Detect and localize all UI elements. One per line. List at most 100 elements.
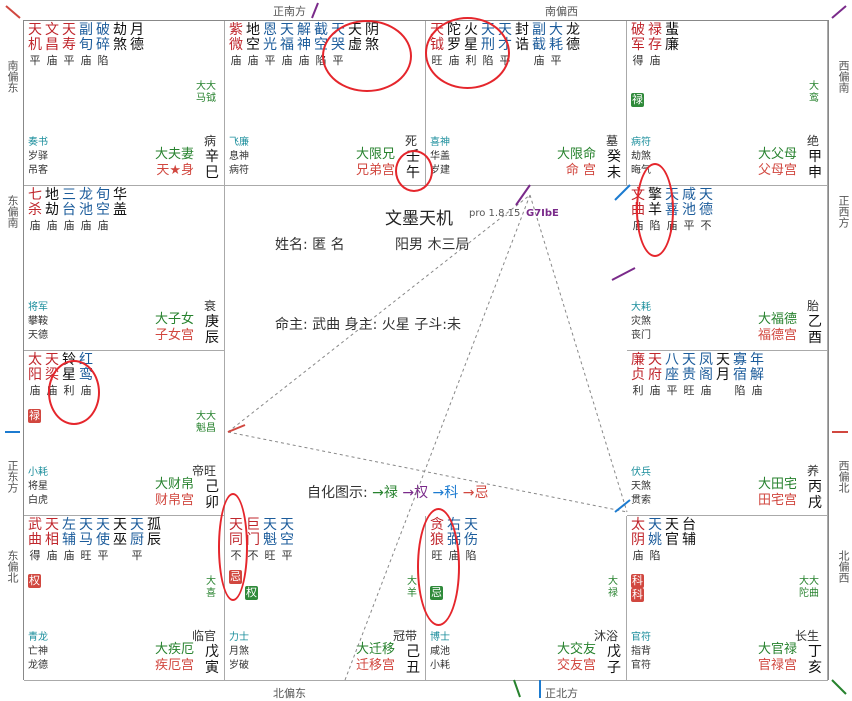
star-brightness: 庙 [247, 54, 259, 67]
deity-1: 飞廉 [229, 137, 249, 148]
life-label-2: 官禄宫 [757, 658, 797, 673]
star-name: 左 [62, 517, 76, 533]
star-name-2: 空 [96, 202, 110, 218]
star-name: 天 [665, 517, 679, 533]
zhi: 寅 [205, 660, 219, 676]
ganzhi: 庚辰 [204, 314, 220, 346]
star-name-2: 阁 [699, 367, 713, 383]
star-name-2: 厨 [130, 532, 144, 548]
star: 天福庙 [279, 23, 295, 68]
palace-chou[interactable]: 天同不巨门不天魁旺天空平力士月煞岁破大羊冠带大迁移迁移宫己丑忌权 [225, 516, 426, 681]
life-palace: 大财帛财帛宫 [155, 477, 194, 509]
star: 寡宿陷 [732, 353, 748, 398]
legend-quan: →权 [402, 485, 429, 501]
star-name-2: 旬 [79, 37, 93, 53]
small-star-2: 禄 [608, 588, 618, 599]
star: 武曲得 [27, 518, 43, 563]
star: 天官 [664, 518, 680, 563]
star: 天马旺 [78, 518, 94, 563]
center-panel: 文墨天机 pro 1.8.15 G7IbE 姓名: 匿 名 阳男 木三局 命主:… [225, 186, 628, 515]
small-star-2: 陀曲 [799, 588, 819, 599]
deity-1: 大耗 [631, 302, 651, 313]
palace-hai[interactable]: 太阴庙天姚陷天官台辅官符指背官符大大陀曲长生大官禄官禄宫丁亥科科 [627, 516, 828, 681]
zhi: 未 [607, 165, 621, 181]
highlight-circle [395, 150, 433, 192]
star-name-2: 空 [280, 532, 294, 548]
life-stage: 死 [404, 134, 417, 148]
star-name: 旬 [96, 187, 110, 203]
zhi: 丑 [406, 660, 420, 676]
star-name: 武 [28, 517, 42, 533]
star: 七杀庙 [27, 188, 43, 233]
star: 咸池平 [681, 188, 697, 233]
star-name-2: 微 [229, 37, 243, 53]
star-brightness: 平 [264, 54, 276, 67]
life-palace: 大子女子女宫 [155, 312, 194, 344]
small-star-2: 羊 [407, 588, 417, 599]
direction-left-1: 南偏东 [6, 60, 19, 93]
life-label-2: 交友宫 [556, 658, 596, 673]
palace-shen[interactable]: 破军得禄存庙蜚廉病符劫煞晦气大鸾绝大父母父母宫甲申禄 [627, 21, 828, 186]
star-name: 龙 [566, 22, 580, 38]
star-name: 廉 [631, 352, 645, 368]
life-stage: 养 [806, 464, 819, 478]
small-star-1: 大 [206, 576, 216, 587]
star-name-2: 贵 [682, 367, 696, 383]
highlight-circle [322, 20, 412, 92]
palace-si[interactable]: 天机平文昌庙天寿平副旬庙破碎陷劫煞月德奏书岁驿吊客大大马钺病大夫妻天★身辛巳 [24, 21, 225, 186]
star-brightness: 庙 [29, 219, 41, 232]
star-name: 天 [716, 352, 730, 368]
star-name: 地 [246, 22, 260, 38]
star-name-2: 昌 [45, 37, 59, 53]
palace-yin[interactable]: 武曲得天相庙左辅庙天马旺天使平天巫天厨平孤辰青龙亡神龙德大喜临官大疾厄疾厄宫戊寅… [24, 516, 225, 681]
life-label-2: 疾厄宫 [154, 658, 194, 673]
deity-3: 贯索 [631, 495, 651, 506]
star-name-2: 曲 [28, 532, 42, 548]
palace-xu[interactable]: 廉贞利天府庙八座平天贵旺凤阁庙天月寡宿陷年解庙伏兵天煞贯索养大田宅田宅宫丙戌 [627, 351, 828, 516]
arrow-tl [5, 5, 21, 19]
life-label-1: 大财帛 [154, 477, 194, 492]
gan: 癸 [607, 149, 621, 165]
deity-2: 将星 [28, 481, 48, 492]
zhi: 申 [808, 165, 822, 181]
star-name: 天 [682, 352, 696, 368]
star-name-2: 神 [297, 37, 311, 53]
star-name: 台 [682, 517, 696, 533]
star-brightness: 不 [700, 219, 712, 232]
star: 廉贞利 [630, 353, 646, 398]
ganzhi: 丙戌 [807, 479, 823, 511]
star: 天寿平 [61, 23, 77, 68]
ganzhi: 戊子 [606, 644, 622, 676]
hua-badge: 权 [28, 574, 41, 588]
ganzhi: 己卯 [204, 479, 220, 511]
highlight-circle [218, 493, 248, 601]
deity-1: 喜神 [430, 137, 450, 148]
star: 太阴庙 [630, 518, 646, 563]
life-label-1: 大迁移 [355, 642, 395, 657]
direction-right-1: 西偏南 [837, 60, 850, 93]
deity-3: 岁破 [229, 660, 249, 671]
name-field: 姓名: 匿 名 [275, 237, 345, 253]
arrow-top [311, 2, 319, 19]
legend-ji: →忌 [462, 485, 489, 501]
star-brightness: 陷 [734, 384, 746, 397]
star-brightness: 庙 [632, 549, 644, 562]
star: 破军得 [630, 23, 646, 68]
deity-3: 吊客 [28, 165, 48, 176]
zhi: 子 [607, 660, 621, 676]
palace-chen[interactable]: 七杀庙地劫庙三台庙龙池庙旬空庙华盖将军攀鞍天德衰大子女子女宫庚辰 [24, 186, 225, 351]
star: 龙德 [565, 23, 581, 68]
deity-2: 天煞 [631, 481, 651, 492]
star-name: 劫 [113, 22, 127, 38]
star: 旬空庙 [95, 188, 111, 233]
direction-right-4: 北偏西 [837, 550, 850, 583]
star-name-2: 月 [716, 367, 730, 383]
star: 劫煞 [112, 23, 128, 68]
star-name: 太 [28, 352, 42, 368]
gan: 己 [205, 479, 219, 495]
life-label-2: 兄弟宫 [355, 163, 395, 178]
star-name-2: 廉 [665, 37, 679, 53]
star-brightness: 不 [247, 549, 259, 562]
life-label-1: 大疾厄 [154, 642, 194, 657]
star-brightness: 庙 [46, 219, 58, 232]
